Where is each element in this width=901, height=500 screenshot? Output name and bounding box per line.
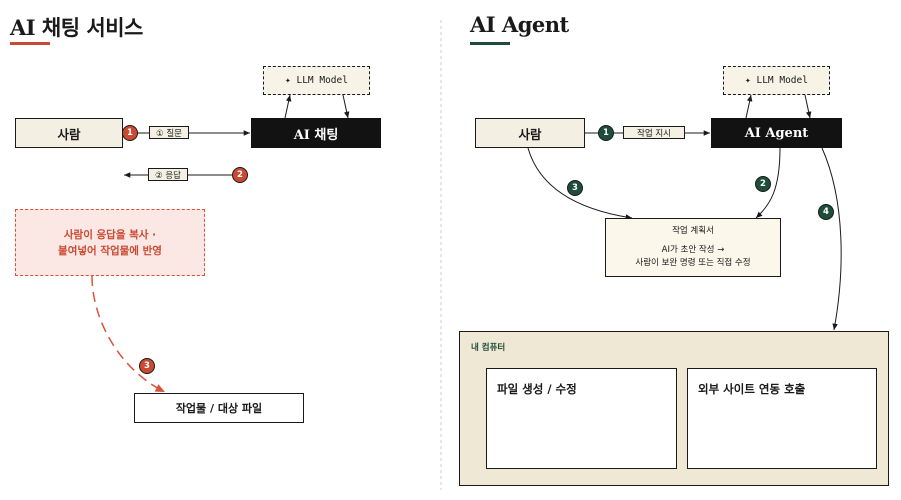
answer-label: ② 응답 — [148, 168, 188, 181]
note-line-1: 사람이 응답을 복사 · — [63, 228, 157, 241]
agent-step-badge-3: 3 — [567, 180, 583, 196]
note-line-2: 붙여넣어 작업물에 반영 — [58, 244, 162, 257]
my-computer-label: 내 컴퓨터 — [471, 343, 506, 353]
left-human-box: 사람 — [15, 118, 123, 148]
work-plan-line-1: AI가 초안 작성 → — [661, 245, 725, 255]
copy-paste-note: 사람이 응답을 복사 · 붙여넣어 작업물에 반영 — [15, 209, 205, 276]
file-edit-box: 파일 생성 / 수정 — [486, 368, 677, 469]
right-title: AI Agent — [470, 12, 569, 37]
left-title-underline — [10, 42, 50, 45]
agent-to-plan-arrow — [755, 147, 781, 219]
agent-step-badge-2: 2 — [755, 176, 771, 192]
left-llm-model: ✦ LLM Model — [263, 66, 370, 95]
human-to-plan-arrow — [527, 147, 633, 220]
agent-step-badge-1: 1 — [598, 125, 614, 141]
copy-paste-arrow — [91, 275, 166, 393]
work-plan-box: 작업 계획서 AI가 초안 작성 → 사람이 보완 명령 또는 직접 수정 — [605, 218, 781, 277]
right-llm-model: ✦ LLM Model — [723, 66, 830, 95]
llm-to-chat-arrow — [342, 94, 350, 119]
step-badge-3: 3 — [139, 358, 155, 374]
agent-to-computer-arrow — [821, 147, 842, 331]
ai-chat-box: AI 채팅 — [251, 118, 381, 148]
left-title: AI 채팅 서비스 — [10, 15, 143, 40]
right-title-underline — [470, 42, 510, 45]
question-label: ① 질문 — [149, 126, 189, 139]
target-file-box: 작업물 / 대상 파일 — [134, 393, 304, 423]
step-badge-2: 2 — [232, 167, 248, 183]
agent-step-badge-4: 4 — [818, 204, 834, 220]
chat-to-llm-arrow — [284, 94, 292, 119]
right-human-box: 사람 — [475, 118, 585, 148]
instruction-label: 작업 지시 — [623, 126, 685, 139]
work-plan-title: 작업 계획서 — [672, 226, 714, 236]
agent-to-llm-arrow — [745, 94, 753, 119]
step-badge-1: 1 — [122, 125, 138, 141]
external-site-box: 외부 사이트 연동 호출 — [687, 368, 877, 469]
work-plan-line-2: 사람이 보완 명령 또는 직접 수정 — [635, 258, 751, 268]
ai-agent-box: AI Agent — [711, 118, 842, 148]
llm-to-agent-arrow — [804, 94, 812, 119]
